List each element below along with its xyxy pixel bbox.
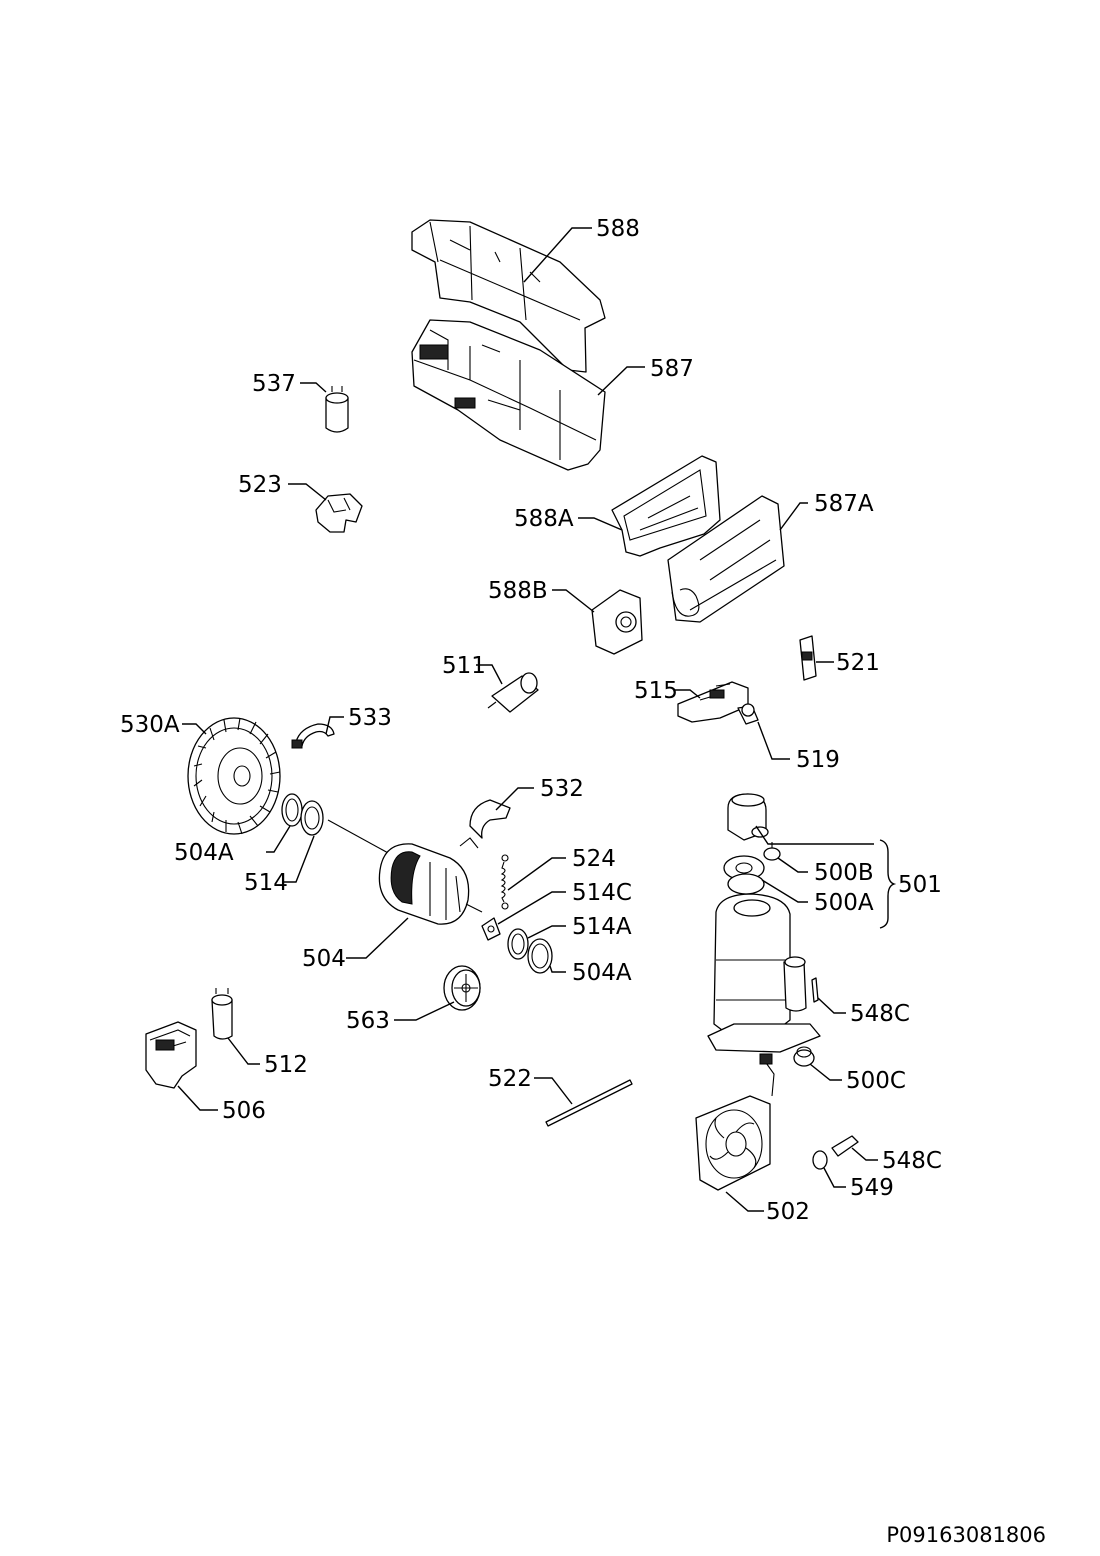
part-515-switch <box>677 681 749 723</box>
part-548C-pin-upper <box>811 977 819 1003</box>
part-587-control-board <box>411 319 606 471</box>
part-512-filter <box>211 988 233 1040</box>
part-504-motor <box>327 819 483 925</box>
part-537-capacitor <box>325 386 349 433</box>
part-500B-cap <box>763 842 781 861</box>
label-587A: 587A <box>814 491 874 517</box>
part-523-clip <box>315 493 363 533</box>
label-500B: 500B <box>814 860 874 886</box>
label-524: 524 <box>572 846 616 872</box>
part-511-capacitor <box>487 672 539 713</box>
label-588B: 588B <box>488 578 548 604</box>
label-523: 523 <box>238 472 282 498</box>
label-500A: 500A <box>814 890 874 916</box>
label-514A: 514A <box>572 914 632 940</box>
leader-lines <box>177 227 897 1212</box>
label-563: 563 <box>346 1008 390 1034</box>
label-504A-right: 504A <box>572 960 632 986</box>
part-514A-ring <box>507 928 529 960</box>
label-532: 532 <box>540 776 584 802</box>
part-530A-fan-wheel <box>187 717 281 835</box>
label-533: 533 <box>348 705 392 731</box>
label-511: 511 <box>442 653 486 679</box>
label-502: 502 <box>766 1199 810 1225</box>
label-587: 587 <box>650 356 694 382</box>
label-514: 514 <box>244 870 288 896</box>
part-563-pulley <box>443 965 481 1011</box>
label-548C-lower: 548C <box>882 1148 942 1174</box>
part-588-cover <box>411 219 606 373</box>
part-504A-ring-left <box>281 793 303 827</box>
part-504A-ring-right <box>527 938 553 974</box>
part-compressor <box>707 893 821 1053</box>
label-512: 512 <box>264 1052 308 1078</box>
label-506: 506 <box>222 1098 266 1124</box>
label-548C-upper: 548C <box>850 1001 910 1027</box>
part-548C-pin-lower <box>831 1135 859 1157</box>
part-524-spring <box>500 854 509 910</box>
label-588A: 588A <box>514 506 574 532</box>
label-588: 588 <box>596 216 640 242</box>
label-537: 537 <box>252 371 296 397</box>
part-506-pump <box>145 1021 197 1089</box>
label-501: 501 <box>898 872 942 898</box>
label-504A-left: 504A <box>174 840 234 866</box>
part-500A-gasket <box>723 855 765 895</box>
part-587A-board <box>667 495 785 623</box>
part-500C-grommet <box>793 1046 815 1067</box>
label-521: 521 <box>836 650 880 676</box>
label-549: 549 <box>850 1175 894 1201</box>
part-514-bearing <box>300 800 324 836</box>
label-522: 522 <box>488 1066 532 1092</box>
part-500B-valve <box>727 793 769 841</box>
label-515: 515 <box>634 678 678 704</box>
label-530A: 530A <box>120 712 180 738</box>
label-504: 504 <box>302 946 346 972</box>
part-549-nut <box>812 1150 828 1170</box>
label-514C: 514C <box>572 880 632 906</box>
part-522-strip <box>545 1079 633 1127</box>
part-532-cover <box>469 799 511 839</box>
part-519-sensor <box>737 703 759 725</box>
part-588A-frame <box>611 455 721 557</box>
part-521-connector <box>799 635 817 681</box>
part-514C-washer <box>481 917 501 941</box>
label-500C: 500C <box>846 1068 906 1094</box>
part-533-clamp <box>291 723 335 749</box>
label-519: 519 <box>796 747 840 773</box>
part-502-fan <box>695 1053 775 1191</box>
part-588B-knob <box>591 589 643 655</box>
document-reference: P09163081806 <box>886 1523 1046 1547</box>
